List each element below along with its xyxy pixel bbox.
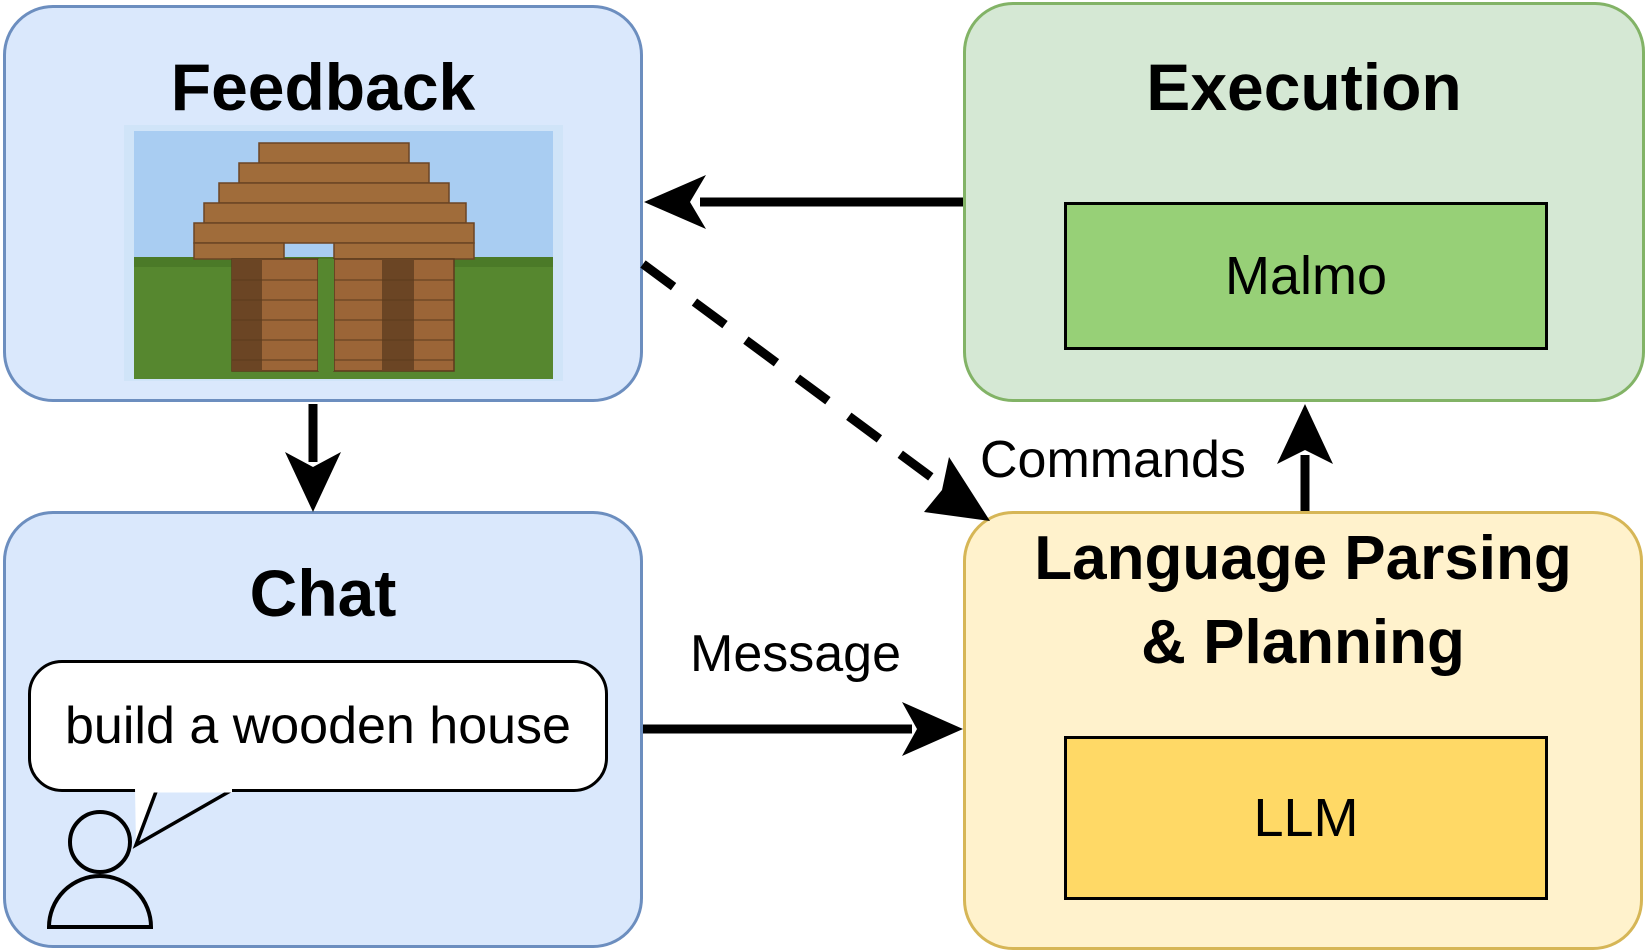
execution-title: Execution: [1146, 50, 1462, 124]
execution-box: Execution Malmo: [963, 2, 1645, 402]
malmo-box: Malmo: [1064, 202, 1548, 350]
arrow-planning-to-execution: [1277, 404, 1333, 511]
chat-title: Chat: [249, 556, 397, 630]
feedback-title: Feedback: [170, 50, 476, 124]
arrow-feedback-to-planning-dashed: [640, 260, 990, 521]
llm-box: LLM: [1064, 736, 1548, 900]
arrow-execution-to-feedback: [644, 175, 963, 229]
planning-box: Language Parsing & Planning LLM: [963, 511, 1643, 950]
arrow-chat-to-planning: [643, 702, 963, 756]
chat-message-bubble: build a wooden house: [28, 660, 608, 792]
message-label: Message: [690, 625, 901, 683]
arrow-feedback-to-chat: [285, 404, 341, 512]
feedback-box: Feedback: [3, 5, 643, 402]
minecraft-house-image: [124, 125, 563, 381]
planning-title-line1: Language Parsing: [1034, 524, 1572, 593]
user-icon: [46, 810, 154, 929]
planning-title-line2: & Planning: [1141, 608, 1465, 677]
bubble-tail: [132, 787, 233, 849]
commands-label: Commands: [980, 431, 1246, 489]
